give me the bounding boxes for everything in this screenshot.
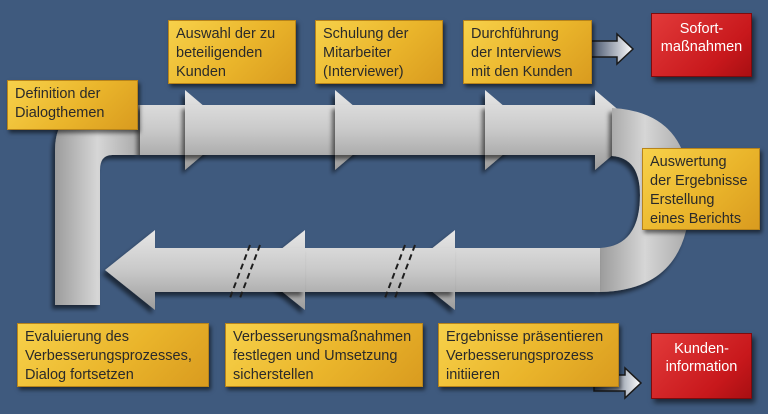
step-evaluierung: Evaluierung des Verbesserungsprozesses, …: [17, 323, 209, 387]
left-return-pipe: [55, 105, 140, 305]
step-ergebnisse: Ergebnisse präsentieren Verbesserungspro…: [438, 323, 619, 387]
top-arrow-2: [185, 90, 382, 170]
bottom-arrow-3: [105, 230, 305, 310]
step-durchfuehrung: Durchführung der Interviews mit den Kund…: [463, 20, 592, 84]
outcome-sofortmassnahmen: Sofort- maßnahmen: [651, 13, 752, 77]
step-auswertung: Auswertung der Ergebnisse Erstellung ein…: [642, 148, 760, 230]
step-verbesserung: Verbesserungsmaßnahmen festlegen und Ums…: [225, 323, 423, 387]
top-arrow-3: [335, 90, 532, 170]
step-auswahl: Auswahl der zu beteiligenden Kunden: [168, 20, 296, 84]
step-definition: Definition der Dialogthemen: [7, 80, 138, 130]
outcome-kundeninformation: Kunden- information: [651, 333, 752, 399]
small-arrow-top: [585, 32, 635, 66]
step-schulung: Schulung der Mitarbeiter (Interviewer): [315, 20, 443, 84]
top-arrow-4: [485, 90, 642, 170]
